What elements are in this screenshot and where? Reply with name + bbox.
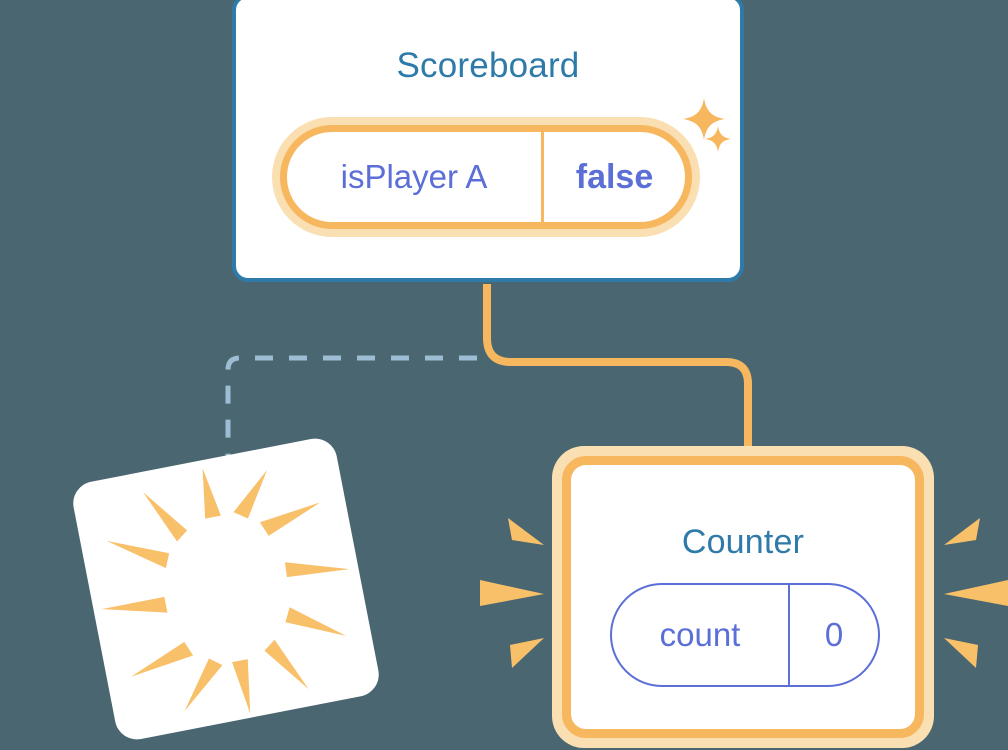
counter-burst-right-icon <box>944 518 1008 668</box>
sparkle-small-icon <box>704 125 732 153</box>
scoreboard-state-pill[interactable]: isPlayer A false <box>280 125 692 229</box>
scoreboard-state-value: false <box>575 157 654 196</box>
connector-scoreboard-to-ghost-card <box>225 355 477 462</box>
counter-state-key: count <box>659 616 741 653</box>
connector-scoreboard-to-counter <box>483 284 752 462</box>
counter-burst-left-icon <box>480 518 544 668</box>
counter-title: Counter <box>681 523 805 561</box>
scoreboard-pill-divider <box>541 132 544 222</box>
scoreboard-state-key: isPlayer A <box>340 158 488 195</box>
scoreboard-title: Scoreboard <box>396 46 580 85</box>
ghost-card-burst-icon <box>101 468 350 714</box>
sparkle-large-icon <box>681 96 727 142</box>
counter-state-value: 0 <box>824 616 844 653</box>
counter-pill-divider <box>788 585 790 685</box>
counter-state-pill[interactable]: count 0 <box>610 583 880 687</box>
